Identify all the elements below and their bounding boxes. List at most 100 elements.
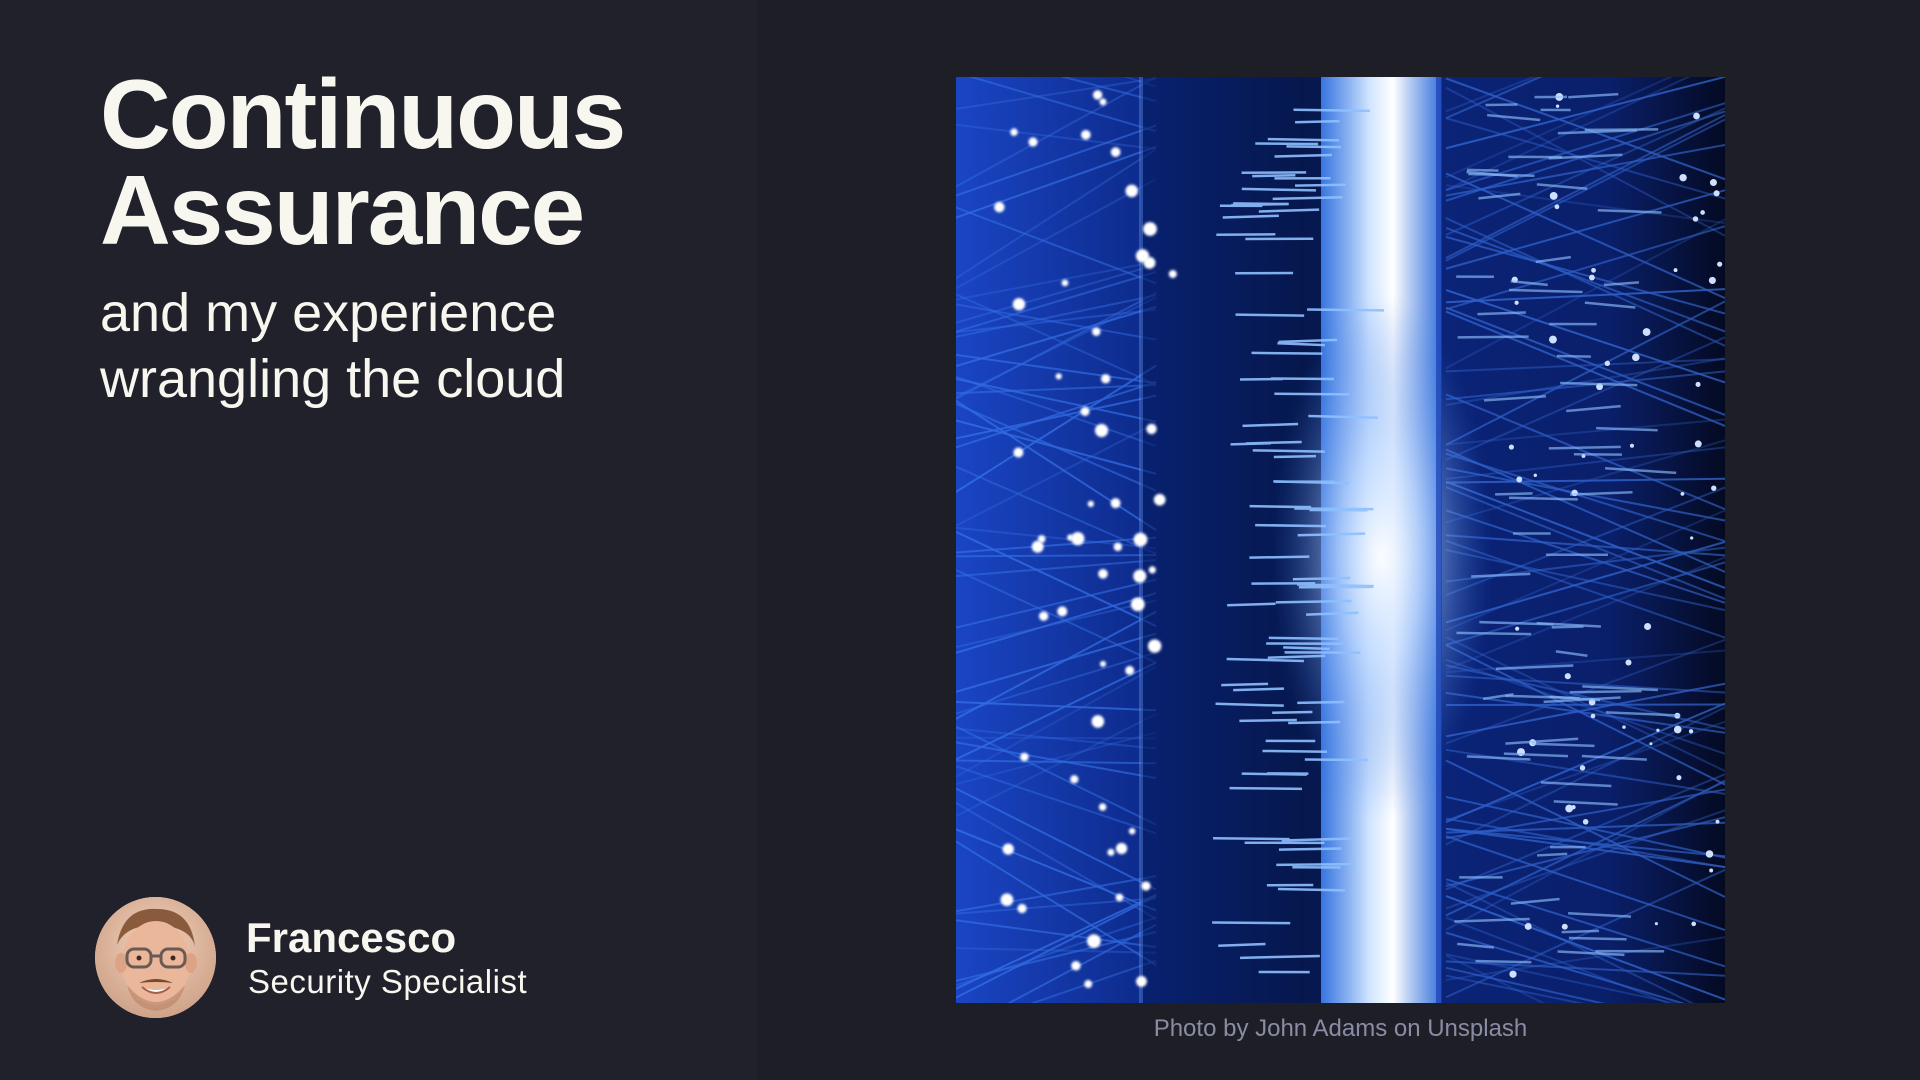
fiber-strand [1445, 682, 1725, 738]
fiber-light-dot [1524, 923, 1532, 930]
fiber-strand [1252, 449, 1325, 453]
fiber-light-dot [1693, 112, 1700, 120]
fiber-strand [956, 765, 1157, 835]
author-block: Francesco Security Specialist [95, 897, 527, 1018]
fiber-strand [1445, 358, 1725, 373]
fiber-strand [1495, 664, 1574, 671]
fiber-light-dot [1692, 216, 1699, 222]
fiber-light-dot [1679, 173, 1687, 182]
fiber-light-dot [1508, 444, 1514, 450]
fiber-strand [956, 759, 1157, 765]
fiber-strand [1242, 422, 1299, 428]
fiber-strand [1227, 602, 1276, 607]
fiber-strand [956, 661, 1157, 761]
fiber-strand [1445, 117, 1725, 200]
fiber-strand [1268, 636, 1339, 641]
fiber-light-dot [1071, 531, 1085, 546]
fiber-strand [1597, 208, 1662, 214]
fiber-strand [1445, 418, 1725, 446]
fiber-strand [956, 569, 1157, 664]
fiber-light-dot [1591, 267, 1596, 273]
fiber-strand [1030, 959, 1157, 1003]
fiber-strand [956, 893, 1157, 990]
fiber-strand [956, 897, 1157, 915]
fiber-strand [1466, 755, 1531, 761]
fiber-light-dot [994, 201, 1005, 213]
fiber-strand [956, 599, 1157, 649]
fiber-strand [1297, 700, 1345, 705]
fiber-strand [1258, 208, 1320, 213]
fiber-strand [1445, 878, 1725, 968]
fiber-strand [968, 77, 1157, 133]
fiber-light-dot [1125, 665, 1135, 675]
fiber-light-dot [1604, 360, 1611, 367]
fiber-strand [956, 700, 1157, 712]
fiber-strand [1505, 694, 1580, 700]
fiber-strand [1581, 754, 1647, 761]
fiber-strand [1569, 689, 1642, 694]
fiber-strand [1262, 749, 1328, 753]
fiber-light-dot [1113, 542, 1123, 552]
fiber-light-dot [1080, 129, 1091, 140]
author-name: Francesco [246, 913, 457, 961]
fiber-light-dot [1705, 850, 1714, 858]
fiber-light-dot [1143, 222, 1157, 236]
fiber-strand [956, 308, 1157, 334]
fiber-light-dot [1091, 327, 1101, 336]
fiber-strand [1445, 218, 1725, 370]
fiber-strand [956, 294, 1157, 338]
fiber-strand [1274, 392, 1350, 396]
fiber-strand [1477, 311, 1526, 316]
fiber-strand [1233, 687, 1285, 692]
fiber-light-dot [1125, 184, 1139, 198]
fiber-strand [1445, 936, 1725, 981]
fiber-strand [1213, 836, 1290, 841]
fiber-strand [1306, 611, 1359, 616]
fiber-light-dot [1549, 335, 1557, 344]
fiber-light-dot [1070, 775, 1079, 784]
fiber-strand [1483, 395, 1546, 402]
fiber-strand [956, 919, 1157, 949]
subtitle-line-1: and my experience [100, 283, 557, 343]
slide-subtitle: and my experience wrangling the cloud [100, 280, 720, 412]
fiber-strand [1445, 114, 1725, 259]
fiber-strand [1292, 576, 1351, 581]
fiber-strand [956, 610, 1157, 720]
fiber-strand [1445, 235, 1725, 315]
fiber-strand [1445, 77, 1537, 113]
fiber-light-dot [1680, 491, 1685, 496]
fiber-strand [956, 559, 1157, 578]
avatar [95, 897, 216, 1018]
fiber-light-dot [1086, 934, 1101, 949]
fiber-strand [956, 263, 1157, 324]
fiber-strand [1297, 532, 1366, 537]
fiber-light-dot [1625, 659, 1632, 666]
fiber-strand [1454, 917, 1530, 923]
fiber-strand [1445, 486, 1725, 596]
fiber-light-dot [1715, 819, 1720, 824]
fiber-strand [1445, 702, 1725, 824]
fiber-light-dot [1002, 843, 1014, 855]
fiber-strand [1230, 442, 1271, 446]
fiber-light-dot [1099, 98, 1107, 106]
fiber-strand [1249, 555, 1310, 559]
fiber-strand [1278, 847, 1342, 851]
fiber-light-dot [1130, 597, 1145, 612]
fiber-strand [956, 554, 1157, 558]
fiber-strand [1277, 887, 1346, 892]
fiber-strand [1229, 786, 1303, 791]
fiber-light-dot [1711, 485, 1717, 491]
fiber-light-dot [1690, 536, 1694, 540]
fiber-strand [956, 741, 1157, 780]
left-panel [0, 0, 757, 1080]
fiber-strand [956, 124, 1157, 197]
fiber-strand [956, 178, 1157, 289]
fiber-strand [1568, 936, 1627, 941]
fiber-light-dot [1000, 893, 1014, 907]
fiber-light-dot [1515, 626, 1520, 631]
fiber-light-dot [1555, 104, 1560, 108]
fiber-strand [956, 402, 1157, 492]
fiber-light-dot [1020, 752, 1029, 762]
fiber-light-dot [1632, 353, 1640, 362]
